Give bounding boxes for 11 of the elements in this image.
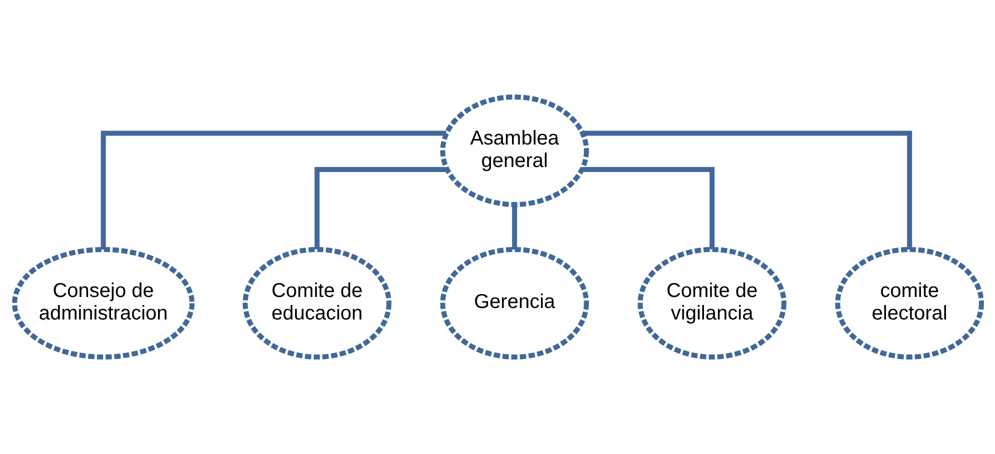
connector <box>314 167 447 250</box>
connector <box>582 130 912 250</box>
node-ellipse: comite electoral <box>834 247 984 360</box>
node-ellipse: Comite de vigilancia <box>637 247 786 360</box>
node-ellipse: Asamblea general <box>440 94 588 207</box>
node-ellipse: Consejo de administracion <box>12 247 194 360</box>
connector <box>512 204 517 250</box>
node-ellipse: Gerencia <box>440 247 588 360</box>
connector <box>581 167 714 250</box>
connector <box>100 130 446 250</box>
node-ellipse: Comite de educacion <box>242 247 391 360</box>
